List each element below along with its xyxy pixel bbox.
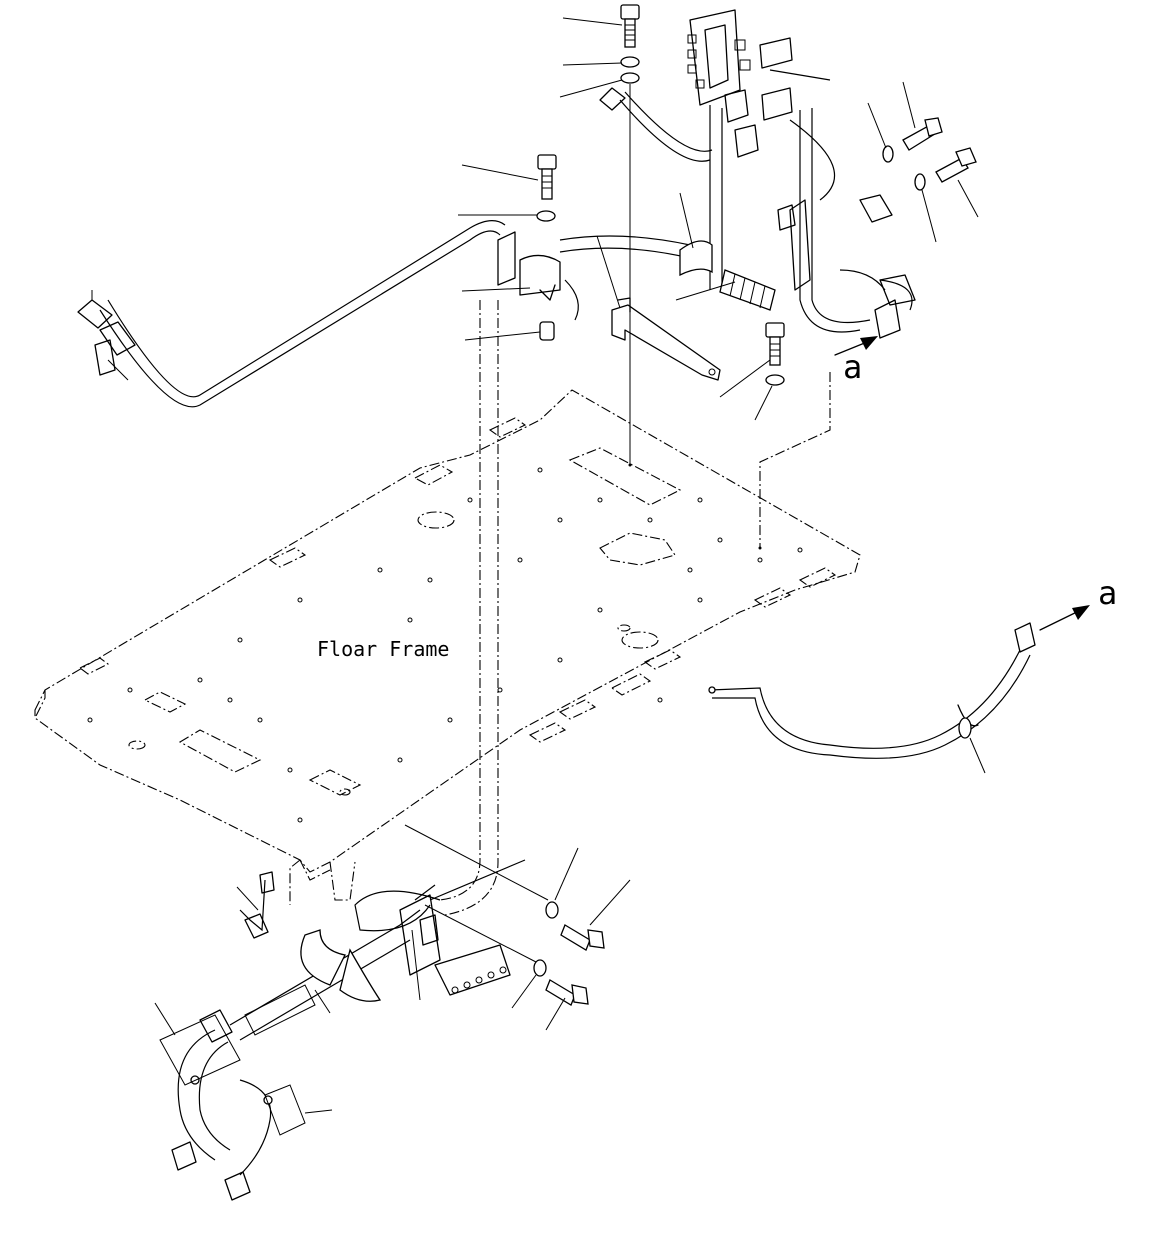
view-arrow-top [834,336,878,356]
floor-frame-plate [34,389,861,905]
callout-box-right [264,1084,306,1136]
clamp-assembly [497,231,579,341]
lower-harness [171,859,526,1201]
upper-harness [77,220,691,408]
washer-right-2 [914,173,926,191]
view-marker-top: a [843,348,862,386]
washer-top-2 [620,72,640,84]
leader-lines [154,17,986,1114]
vertical-harness [439,300,499,916]
bolt-top-1 [620,4,640,48]
view-marker-detail: a [1098,574,1117,612]
bolt-lower-1 [560,924,605,951]
callout-box-left [159,1014,241,1086]
washer-lower-2 [533,959,547,977]
callout-box-lower [244,984,316,1036]
washer-center [765,374,785,386]
bolt-lower-2 [545,979,589,1006]
bolt-right-1 [902,117,943,151]
protective-tube [679,199,811,311]
bolt-right-2 [935,147,977,183]
washer-right-1 [882,145,894,163]
bolt-center [765,322,785,366]
right-connectors [777,194,916,339]
bolt-left-1 [537,154,557,200]
detail-view-a [708,605,1090,759]
relay-box [599,9,871,333]
washer-left-1 [536,210,556,222]
washer-lower-1 [545,901,559,919]
floor-frame-label: Floar Frame [317,637,449,661]
washer-top-1 [620,56,640,68]
support-bracket [611,297,721,381]
